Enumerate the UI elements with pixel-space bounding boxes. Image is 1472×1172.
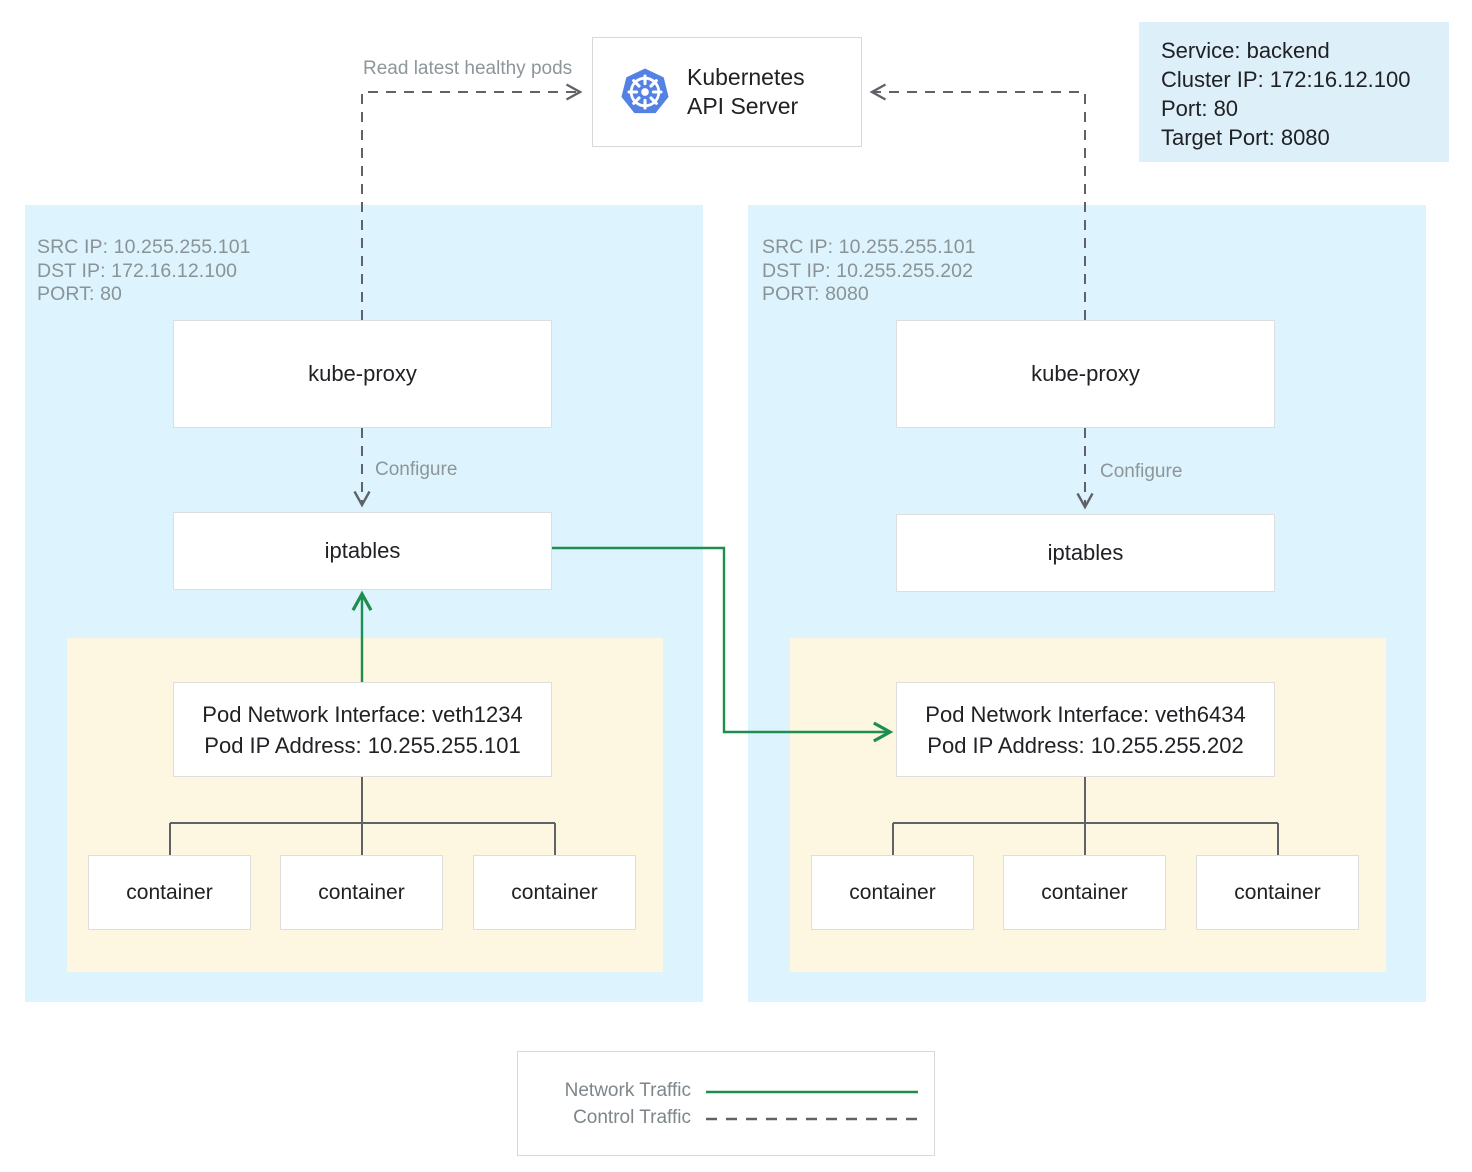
legend-label-network-traffic: Network Traffic [564, 1080, 691, 1101]
left-node-meta: SRC IP: 10.255.255.101 DST IP: 172.16.12… [37, 236, 251, 305]
configure-label-left: Configure [375, 459, 458, 480]
left-pod-interface-label: Pod Network Interface: veth1234 [202, 701, 523, 727]
control-edge-left-read-api [361, 83, 583, 320]
left-container-3[interactable]: container [473, 855, 636, 930]
legend-item-network-traffic: Network Traffic [518, 1080, 936, 1106]
left-pod-ip-label: Pod IP Address: 10.255.255.101 [204, 732, 521, 758]
legend-item-control-traffic: Control Traffic [518, 1107, 936, 1133]
control-edge-right-read-api [869, 83, 1086, 320]
right-pod-network-box[interactable]: Pod Network Interface: veth6434 Pod IP A… [896, 682, 1275, 777]
left-container-1[interactable]: container [88, 855, 251, 930]
left-kube-proxy-box[interactable]: kube-proxy [173, 320, 552, 428]
api-server-label: Kubernetes API Server [687, 64, 805, 119]
right-pod-ip-label: Pod IP Address: 10.255.255.202 [927, 732, 1244, 758]
left-iptables-box[interactable]: iptables [173, 512, 552, 590]
configure-label-right: Configure [1100, 461, 1183, 482]
right-container-2[interactable]: container [1003, 855, 1166, 930]
left-pod-network-box[interactable]: Pod Network Interface: veth1234 Pod IP A… [173, 682, 552, 777]
legend: Network Traffic Control Traffic [517, 1051, 935, 1156]
right-pod-interface-label: Pod Network Interface: veth6434 [925, 701, 1246, 727]
left-container-2[interactable]: container [280, 855, 443, 930]
right-container-3[interactable]: container [1196, 855, 1359, 930]
legend-label-control-traffic: Control Traffic [573, 1107, 691, 1128]
kubernetes-logo [619, 66, 671, 118]
right-kube-proxy-box[interactable]: kube-proxy [896, 320, 1275, 428]
service-info-panel: Service: backend Cluster IP: 172:16.12.1… [1139, 22, 1449, 162]
right-node-meta: SRC IP: 10.255.255.101 DST IP: 10.255.25… [762, 236, 976, 305]
legend-swatch-network-traffic [706, 1090, 918, 1094]
right-container-1[interactable]: container [811, 855, 974, 930]
right-pod-container-tree [892, 777, 1279, 855]
kubernetes-api-server-box[interactable]: Kubernetes API Server [592, 37, 862, 147]
right-iptables-box[interactable]: iptables [896, 514, 1275, 592]
read-latest-healthy-pods-label: Read latest healthy pods [363, 58, 573, 79]
network-edge-iptables-to-right-pod [552, 546, 894, 743]
legend-swatch-control-traffic [706, 1117, 918, 1121]
left-pod-container-tree [169, 777, 556, 855]
